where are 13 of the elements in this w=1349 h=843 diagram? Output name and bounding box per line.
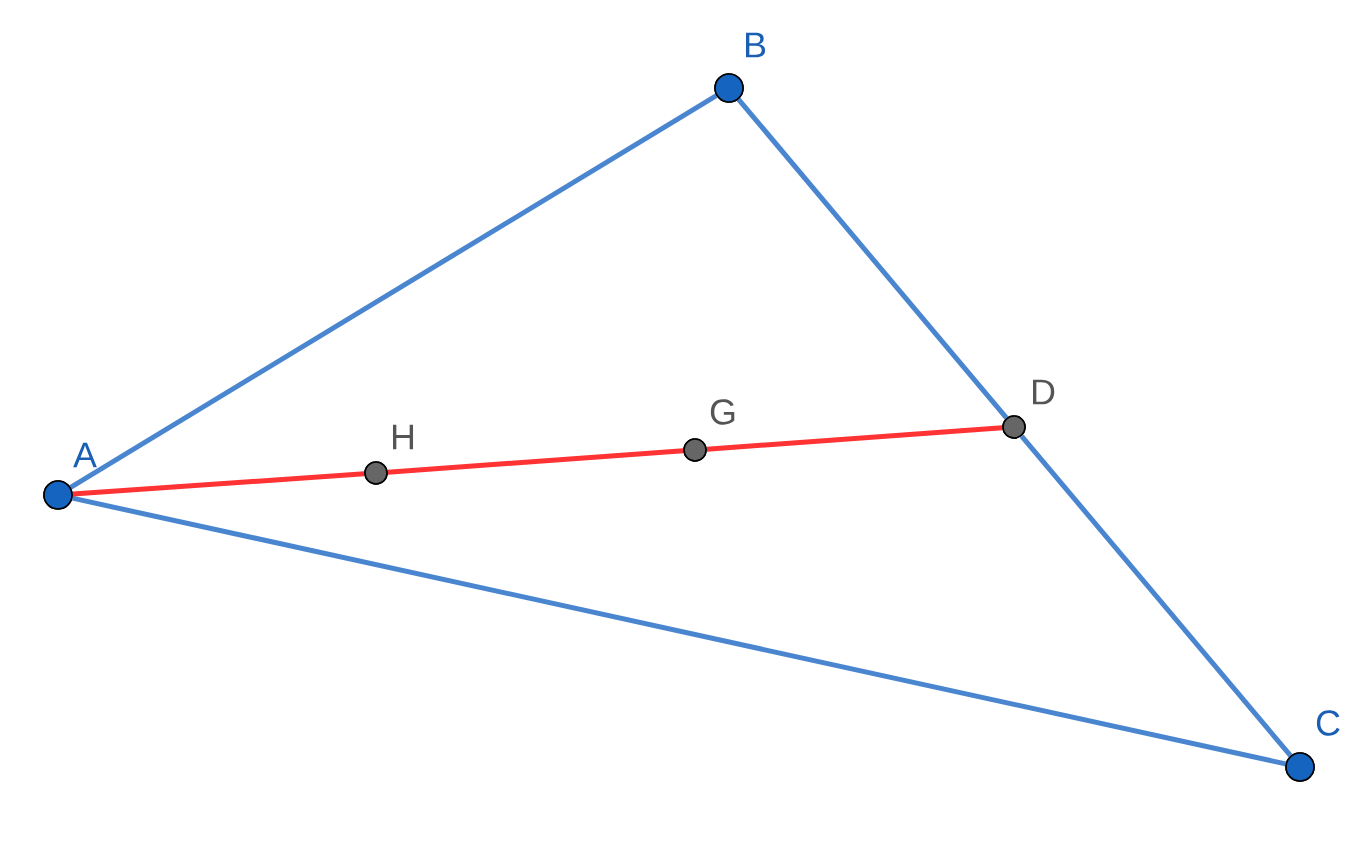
point-label: B: [746, 32, 766, 58]
point-label: C: [1316, 710, 1340, 736]
point-label: D: [1033, 379, 1055, 405]
segment: [71, 495, 1287, 767]
point-label: G: [710, 399, 735, 425]
point-label: H: [393, 424, 414, 450]
segment: [736, 97, 1009, 420]
segment: [387, 448, 684, 475]
segment: [72, 471, 365, 497]
segment: [1019, 434, 1293, 758]
segment: [69, 93, 718, 490]
segment: [706, 425, 1003, 452]
point-label: A: [73, 442, 97, 468]
